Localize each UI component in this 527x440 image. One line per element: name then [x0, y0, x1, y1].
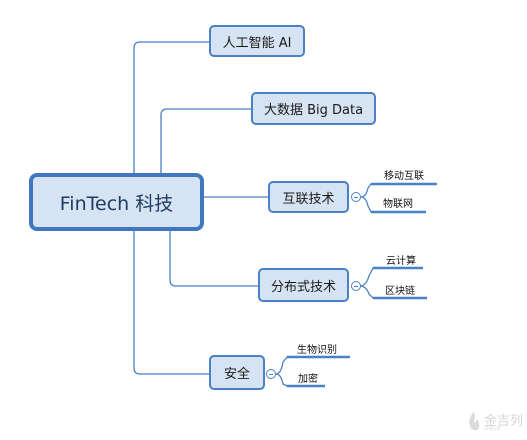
- branch-ai[interactable]: 人工智能 AI: [209, 25, 305, 57]
- branch-distributed-tech[interactable]: 分布式技术: [258, 268, 349, 302]
- watermark-text: 金吉列: [484, 414, 524, 429]
- leaf-biometrics[interactable]: 生物识别: [297, 345, 337, 356]
- collapse-toggle-internet-tech[interactable]: [351, 192, 361, 202]
- collapse-toggle-security[interactable]: [266, 369, 276, 379]
- branch-security[interactable]: 安全: [209, 355, 265, 390]
- connector-distributed: [169, 231, 258, 287]
- leaf-mobile-internet[interactable]: 移动互联: [384, 171, 424, 182]
- connector-ai: [133, 41, 209, 173]
- watermark-logo: 金吉列 JINJILIE: [466, 410, 524, 434]
- connector-bigdata: [160, 108, 251, 173]
- leaf-iot[interactable]: 物联网: [383, 199, 413, 210]
- connector-security: [133, 231, 209, 375]
- leaf-blockchain[interactable]: 区块链: [385, 286, 415, 297]
- leaf-cloud-computing[interactable]: 云计算: [386, 256, 416, 267]
- collapse-toggle-distributed-tech[interactable]: [351, 281, 361, 291]
- connector-encryption: [275, 373, 325, 387]
- connector-blockchain: [359, 285, 427, 299]
- root-node[interactable]: FinTech 科技: [29, 173, 204, 231]
- branch-internet-tech[interactable]: 互联技术: [268, 181, 349, 213]
- branch-big-data[interactable]: 大数据 Big Data: [251, 92, 376, 125]
- flame-logo-icon: [469, 411, 480, 431]
- leaf-encryption[interactable]: 加密: [298, 374, 318, 385]
- watermark-subtext: JINJILIE: [484, 426, 502, 432]
- connector-iot: [360, 196, 426, 213]
